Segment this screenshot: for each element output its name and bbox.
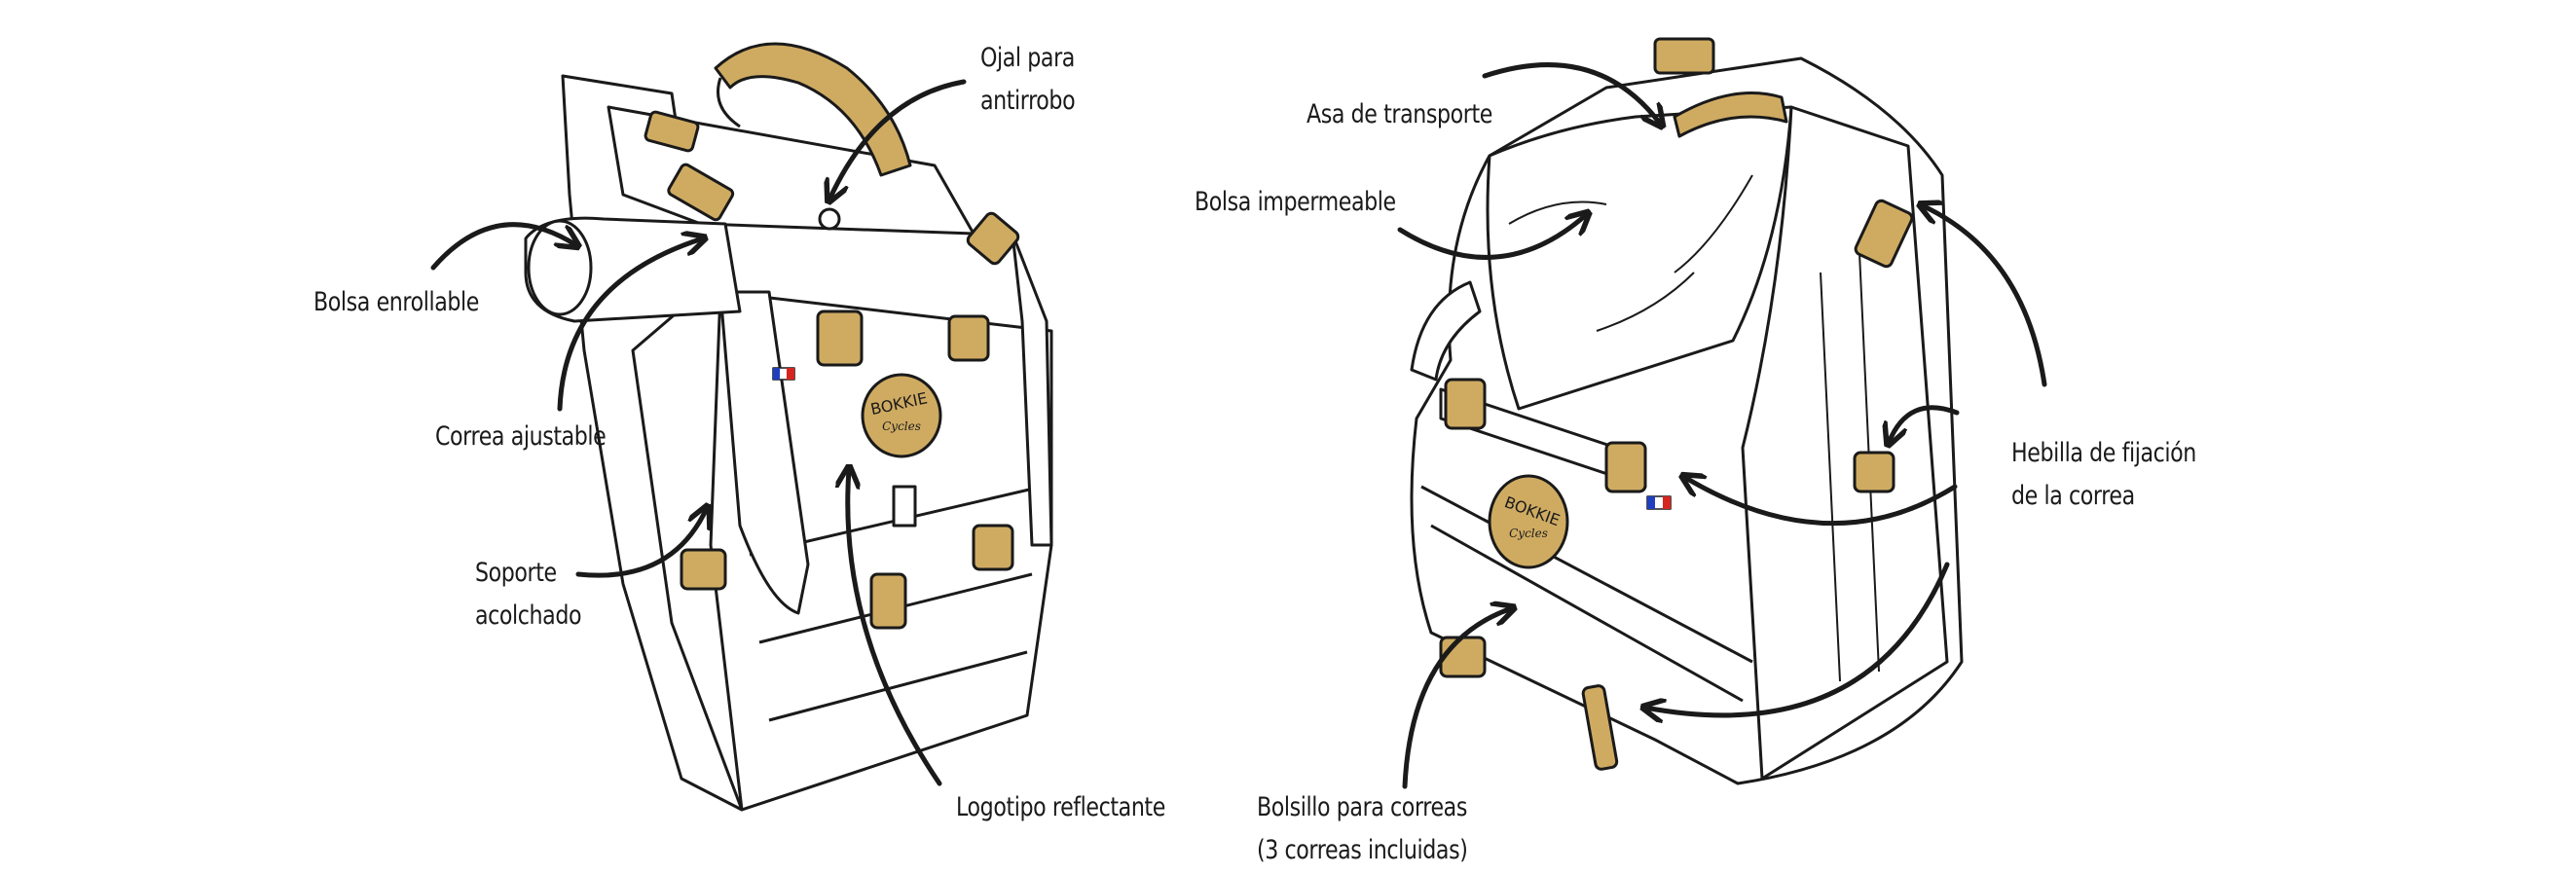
buckle (644, 110, 700, 153)
buckle (1653, 37, 1715, 75)
label-hebilla-line1: Hebilla de fijación (2011, 438, 2196, 468)
label-ojal-line2: antirrobo (980, 86, 1076, 116)
buckle (1853, 451, 1895, 493)
arrow-hebilla-side (1889, 405, 1960, 443)
buckle (1581, 684, 1619, 771)
arrow-hebilla-bottom (1645, 562, 1950, 715)
side-panel (1741, 105, 1949, 781)
label-correa-ajustable: Correa ajustable (435, 421, 607, 452)
label-soporte-line2: acolchado (475, 601, 582, 631)
label-logotipo: Logotipo reflectante (956, 792, 1165, 822)
arrow-ojal (829, 79, 967, 200)
side-handle (1410, 280, 1482, 382)
buckle (1604, 441, 1647, 493)
carry-handle (714, 42, 912, 177)
label-bolsillo-line2: (3 correas incluidas) (1257, 835, 1468, 865)
strap-tab (892, 485, 917, 528)
arrow-hebilla-top (1922, 205, 2047, 387)
arrow-soporte (575, 508, 707, 578)
buckle (972, 524, 1014, 571)
roll-bag (1486, 105, 1793, 411)
logo-subtext: Cycles (882, 419, 921, 433)
side-strap (718, 290, 810, 615)
buckle (1444, 378, 1487, 430)
backpack-illustration (1410, 37, 1964, 785)
anti-theft-eyelet (818, 207, 841, 231)
label-bolsillo-line1: Bolsillo para correas (1257, 792, 1467, 822)
pannier-bag-illustration (524, 42, 1053, 812)
label-ojal: Ojal para antirrobo (980, 37, 1076, 123)
front-panel (709, 290, 1053, 812)
arrow-hebilla-front (1684, 477, 1958, 527)
label-bolsillo: Bolsillo para correas (3 correas incluid… (1257, 786, 1468, 872)
logo-subtext: Cycles (1509, 527, 1548, 540)
arrow-correa-ajustable (557, 238, 703, 412)
arrow-logotipo (848, 469, 942, 786)
buckle (1854, 199, 1914, 269)
buckle (947, 314, 990, 362)
label-soporte-line1: Soporte (475, 558, 557, 588)
top-handle (1673, 91, 1788, 138)
buckle (816, 310, 864, 367)
label-ojal-line1: Ojal para (980, 43, 1075, 73)
label-hebilla-line2: de la correa (2011, 481, 2135, 511)
arrow-bolsa-impermeable (1397, 214, 1587, 260)
buckle (680, 548, 727, 591)
buckle (869, 572, 907, 630)
buckle (1439, 636, 1487, 678)
reflective-logo (1488, 474, 1569, 569)
buckle (966, 211, 1020, 266)
right-strap (1011, 232, 1053, 547)
label-asa: Asa de transporte (1306, 99, 1492, 129)
arrow-bolsillo (1402, 608, 1512, 789)
buckle (667, 163, 735, 222)
arrow-bolsa-enrollable (430, 222, 576, 271)
front-pocket (1420, 485, 1753, 703)
label-soporte: Soporte acolchado (475, 552, 582, 637)
label-bolsa-impermeable: Bolsa impermeable (1195, 187, 1396, 217)
arrow-asa (1482, 62, 1661, 125)
label-bolsa-enrollable: Bolsa enrollable (313, 287, 479, 317)
reflective-logo (861, 373, 942, 458)
label-hebilla: Hebilla de fijación de la correa (2011, 432, 2196, 518)
